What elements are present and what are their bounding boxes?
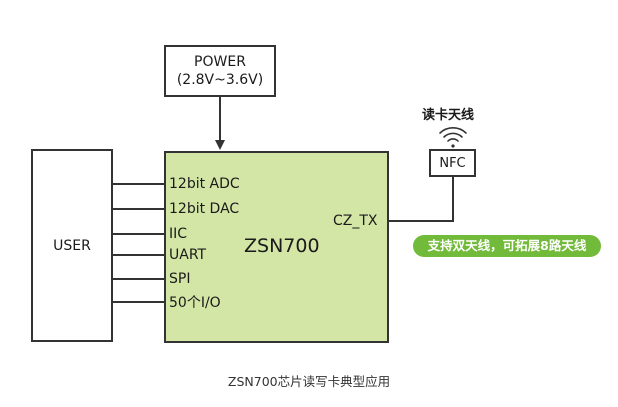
interface-label-dac: 12bit DAC xyxy=(169,201,240,217)
power-title: POWER xyxy=(194,54,246,70)
diagram-caption: ZSN700芯片读写卡典型应用 xyxy=(227,374,391,389)
interface-label-uart: UART xyxy=(169,247,207,263)
power-box: POWER (2.8V~3.6V) xyxy=(164,45,276,97)
interface-label-adc: 12bit ADC xyxy=(169,176,240,192)
antenna-title: 读卡天线 xyxy=(422,108,475,123)
user-label: USER xyxy=(53,237,91,254)
nfc-box: NFC xyxy=(429,149,476,177)
interface-label-iic: IIC xyxy=(169,226,188,242)
power-range: (2.8V~3.6V) xyxy=(176,72,264,88)
interface-label-io: 50个I/O xyxy=(169,295,221,311)
interface-label-spi: SPI xyxy=(169,271,191,287)
nfc-label: NFC xyxy=(439,155,466,171)
wifi-signal-icon xyxy=(439,127,467,148)
dual-antenna-badge: 支持双天线，可拓展8路天线 xyxy=(413,235,601,257)
user-box: USER xyxy=(31,149,113,342)
cz-tx-line xyxy=(389,177,454,222)
chip-name: ZSN700 xyxy=(244,235,320,257)
chip-output-pin: CZ_TX xyxy=(333,213,378,229)
chip-box xyxy=(164,151,389,343)
